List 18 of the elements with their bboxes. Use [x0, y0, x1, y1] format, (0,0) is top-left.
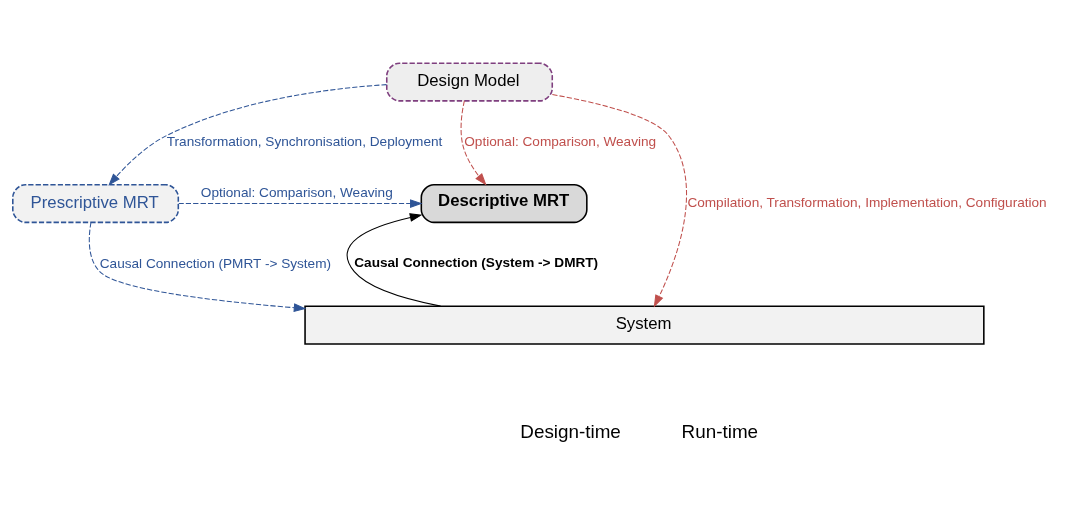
- arrow: [178, 199, 423, 208]
- arrow: [460, 100, 487, 186]
- node-box: Descriptive MRT: [420, 183, 588, 224]
- label: Design-time: [520, 420, 621, 442]
- edge-label: Compilation, Transformation, Implementation, Configuration: [687, 195, 1047, 211]
- edge-label: Optional: Comparison, Weaving: [200, 184, 393, 200]
- node-box: Design Model: [385, 62, 554, 102]
- arrow: [346, 213, 442, 307]
- edge-label: Transformation, Synchronisation, Deployment: [166, 134, 443, 150]
- edge-label: Causal Connection (System -> DMRT): [354, 254, 599, 270]
- arrow: [88, 221, 307, 313]
- label: Run-time: [681, 420, 759, 442]
- node-box: System: [304, 305, 985, 345]
- edge-label: Causal Connection (PMRT -> System): [99, 255, 332, 271]
- arrow: [108, 84, 387, 186]
- node-box: Prescriptive MRT: [12, 183, 180, 224]
- edge-label: Optional: Comparison, Weaving: [464, 134, 657, 150]
- arrow: [551, 94, 687, 308]
